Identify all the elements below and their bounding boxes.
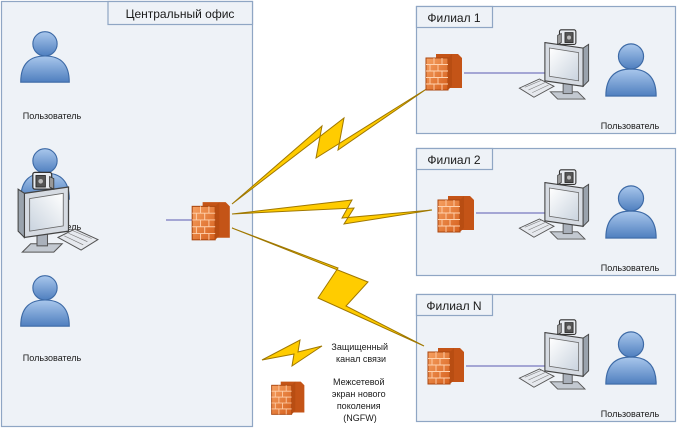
lightning-bolt-icon [261,339,323,368]
secure-links [231,87,433,347]
branch-n-user: Пользователь [601,331,660,419]
firewall-icon [427,347,465,385]
central-user-3: Пользователь [20,275,82,363]
legend-ngfw-line-1: Межсетевой [333,377,384,387]
legend: Защищенный канал связи Межсетевой экран … [261,339,390,423]
branch-2-user: Пользователь [601,185,660,273]
legend-link-line-1: Защищенный [331,342,388,352]
lightning-bolt-icon [231,199,433,225]
lan-cables [166,72,546,367]
branch-1-user: Пользователь [601,43,660,131]
legend-ngfw-line-4: (NGFW) [343,413,377,423]
legend-ngfw-label: Межсетевой экран нового поколения (NGFW) [332,377,388,423]
central-user-3-label: Пользователь [23,353,82,363]
lightning-bolt-icon [231,87,429,205]
branch-1-title: Филиал 1 [427,11,481,25]
legend-link-label: Защищенный канал связи [331,342,390,364]
branch-2-user-label: Пользователь [601,263,660,273]
firewall-icon [437,195,475,233]
firewall-icon [191,201,231,241]
lightning-bolt-icon [231,227,425,347]
branch-n-user-label: Пользователь [601,409,660,419]
branch-n-title: Филиал N [426,299,481,313]
central-office-title: Центральный офис [126,7,235,21]
branch-2-title: Филиал 2 [427,153,481,167]
legend-ngfw-line-2: экран нового [332,389,386,399]
firewall-icon [425,53,463,91]
branch-1-user-label: Пользователь [601,121,660,131]
central-user-1: Пользователь [20,31,82,121]
firewall-icon [271,381,305,415]
central-user-1-label: Пользователь [23,111,82,121]
legend-link-line-2: канал связи [336,354,386,364]
legend-ngfw-line-3: поколения [337,401,381,411]
